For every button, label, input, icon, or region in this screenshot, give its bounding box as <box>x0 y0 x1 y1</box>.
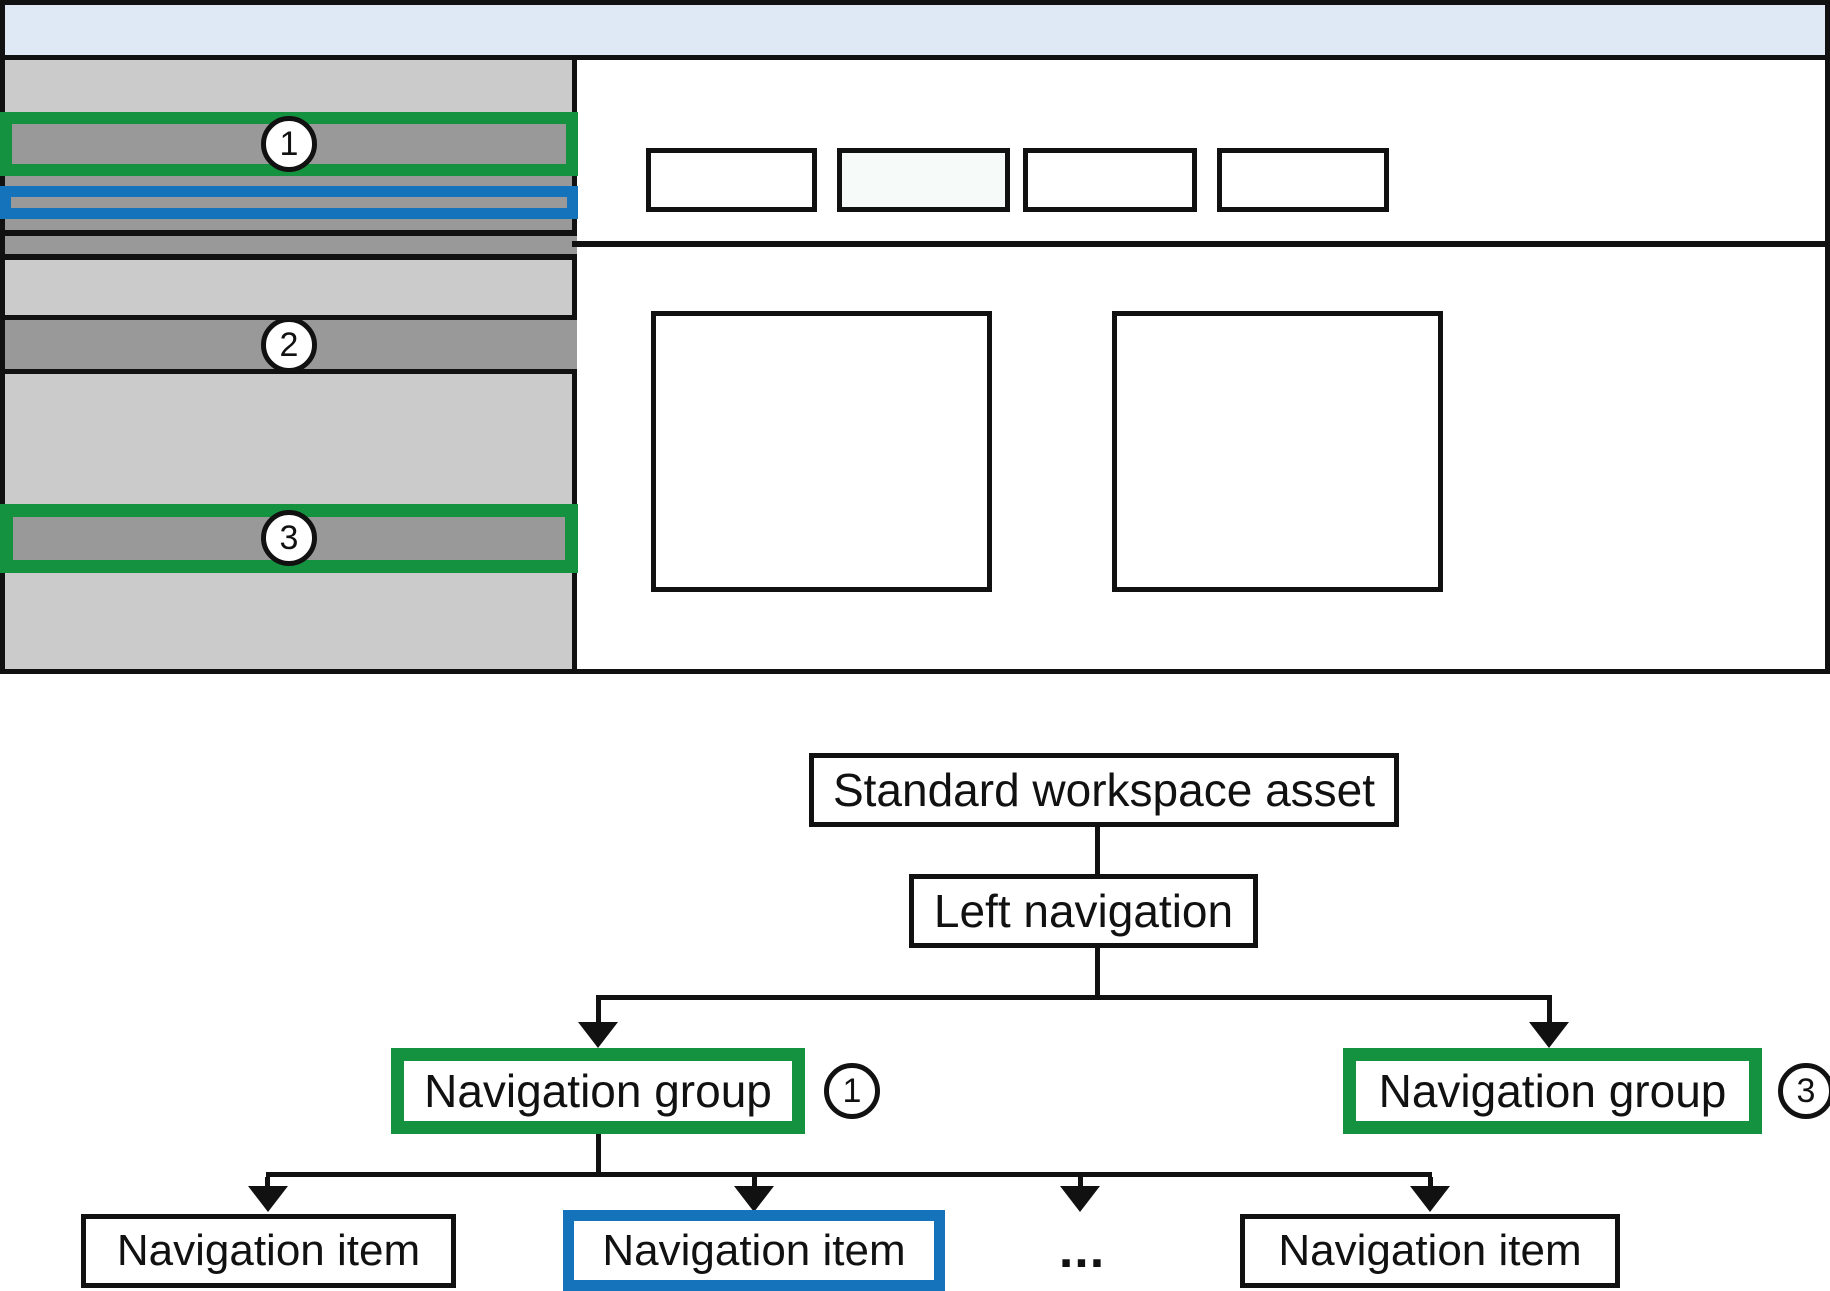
top-app-bar <box>5 5 1825 55</box>
item-1-arrow-icon <box>248 1186 288 1212</box>
toolbar-tab-3 <box>1023 148 1197 212</box>
navigation-item-node-1-label: Navigation item <box>116 1226 421 1275</box>
group-right-arrow-icon <box>1529 1022 1569 1048</box>
left-navigation-node: Left navigation <box>909 874 1258 948</box>
navigation-item-node-4: Navigation item <box>1240 1214 1620 1288</box>
group-left-stem <box>596 1000 601 1024</box>
item-4-arrow-icon <box>1410 1186 1450 1212</box>
diagram-callout-3-badge: 3 <box>1778 1063 1830 1119</box>
diagram-callout-1-number: 1 <box>842 1071 862 1110</box>
navigation-group-node-3: Navigation group <box>1343 1048 1762 1134</box>
item-1-stem <box>265 1177 270 1191</box>
toolbar-tab-4 <box>1217 148 1389 212</box>
navigation-item-highlight <box>0 186 578 219</box>
group-left-arrow-icon <box>578 1022 618 1048</box>
navigation-item-node-4-label: Navigation item <box>1278 1226 1582 1275</box>
callout-1-badge: 1 <box>261 116 317 172</box>
item-ellipsis-stem <box>1078 1177 1083 1191</box>
navigation-item-node-selected: Navigation item <box>563 1210 945 1291</box>
toolbar-tab-1 <box>646 148 817 212</box>
connector-nav-to-groups <box>1095 948 1100 995</box>
sidebar-divider-bottom <box>5 254 577 260</box>
item-4-stem <box>1428 1177 1433 1191</box>
callout-1-number: 1 <box>279 124 299 163</box>
connector-root-to-nav <box>1095 827 1100 874</box>
content-card-2 <box>1112 311 1443 592</box>
callout-2-number: 2 <box>279 325 299 364</box>
root-node: Standard workspace asset <box>809 753 1399 827</box>
left-navigation-node-label: Left navigation <box>933 885 1234 937</box>
diagram-callout-3-number: 3 <box>1796 1071 1816 1110</box>
callout-3-number: 3 <box>279 518 299 557</box>
navigation-item-node-selected-label: Navigation item <box>602 1225 906 1275</box>
items-branch-line <box>266 1172 1432 1177</box>
callout-2-badge: 2 <box>261 317 317 373</box>
toolbar-tab-2-selected <box>837 148 1010 212</box>
diagram-callout-1-badge: 1 <box>824 1063 880 1119</box>
content-card-1 <box>651 311 992 592</box>
sidebar-divider-top <box>5 230 577 236</box>
navigation-group-node-3-label: Navigation group <box>1378 1065 1727 1117</box>
callout-3-badge: 3 <box>261 510 317 566</box>
sidebar-collapsed-bar <box>5 236 577 254</box>
root-node-label: Standard workspace asset <box>832 764 1376 816</box>
item-2-stem <box>752 1177 757 1191</box>
groups-branch-line <box>596 995 1552 1000</box>
item-2-arrow-icon <box>734 1186 774 1212</box>
group-right-stem <box>1547 1000 1552 1024</box>
navigation-item-node-1: Navigation item <box>81 1214 456 1288</box>
items-ellipsis: ... <box>1058 1221 1106 1279</box>
top-app-bar-divider <box>5 55 1825 60</box>
connector-group-to-items <box>596 1134 601 1174</box>
navigation-group-node-1: Navigation group <box>391 1048 805 1134</box>
item-ellipsis-arrow-icon <box>1060 1186 1100 1212</box>
content-divider <box>572 241 1830 247</box>
navigation-group-node-1-label: Navigation group <box>424 1065 772 1117</box>
